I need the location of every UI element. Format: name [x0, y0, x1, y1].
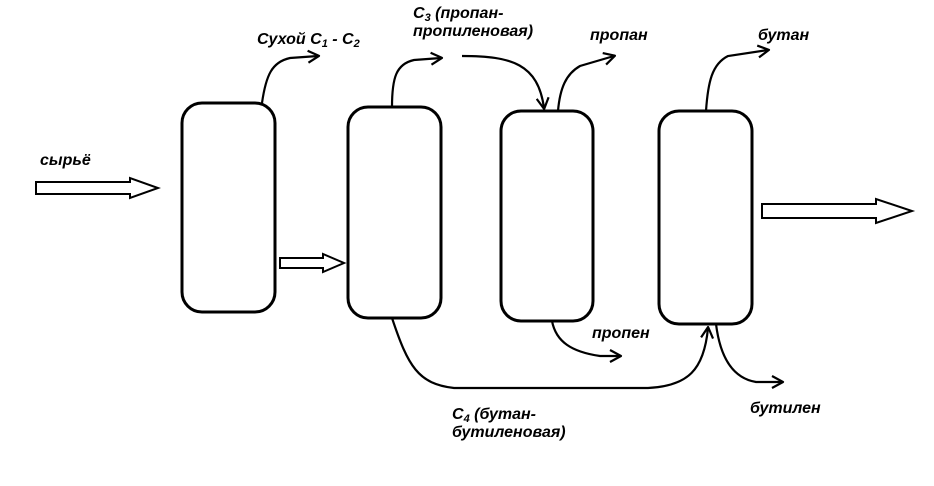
c3-label-line1: С3 (пропан-: [413, 5, 533, 24]
propene-arrow: [550, 320, 623, 363]
feed-label: сырьё: [40, 152, 91, 170]
propene-label-text: пропен: [592, 325, 650, 342]
column-3: [499, 109, 595, 323]
dry-gas-c2-sub: 2: [353, 38, 360, 50]
dry-gas-mid: - С: [327, 31, 354, 48]
transfer-hollow-arrow: [279, 252, 347, 274]
c3-sub: 3: [424, 12, 431, 24]
feed-label-text: сырьё: [40, 152, 91, 169]
c4-label-line1: С4 (бутан-: [452, 406, 566, 425]
column-4: [657, 109, 754, 326]
propane-arrow: [556, 51, 617, 112]
dry-gas-arrow: [260, 49, 321, 104]
c3-line1-rest: (пропан-: [430, 5, 504, 22]
c4-line1-rest: (бутан-: [469, 406, 536, 423]
dry-gas-c1-sub: 1: [321, 38, 328, 50]
butylene-arrow: [714, 323, 785, 389]
dry-gas-prefix: Сухой: [257, 31, 311, 48]
column-2: [346, 105, 443, 320]
c3-letter: С: [413, 5, 425, 22]
c3-label-line2: пропиленовая): [413, 23, 534, 40]
butane-label-text: бутан: [758, 27, 810, 44]
butane-arrow: [704, 44, 771, 112]
c3-feed-arrow: [461, 54, 550, 111]
propene-label: пропен: [592, 325, 650, 343]
output-hollow-arrow: [761, 197, 916, 225]
propane-label: пропан: [590, 27, 648, 45]
butylene-label: бутилен: [750, 400, 821, 418]
c4-sub: 4: [463, 413, 470, 425]
butylene-label-text: бутилен: [750, 400, 821, 417]
feed-hollow-arrow: [35, 176, 161, 200]
c4-feed-arrow: [390, 317, 715, 390]
c3-fraction-label: С3 (пропан- пропиленовая): [413, 5, 533, 41]
c4-fraction-label: С4 (бутан- бутиленовая): [452, 406, 566, 442]
c4-label-line2: бутиленовая): [452, 424, 566, 441]
butane-label: бутан: [758, 27, 809, 45]
c3-overhead-arrow: [390, 51, 444, 108]
dry-gas-label: Сухой С1 - С2: [257, 31, 360, 50]
propane-label-text: пропан: [590, 27, 648, 44]
column-1: [180, 101, 277, 314]
dry-gas-c1-letter: С: [310, 31, 322, 48]
c4-letter: С: [452, 406, 464, 423]
